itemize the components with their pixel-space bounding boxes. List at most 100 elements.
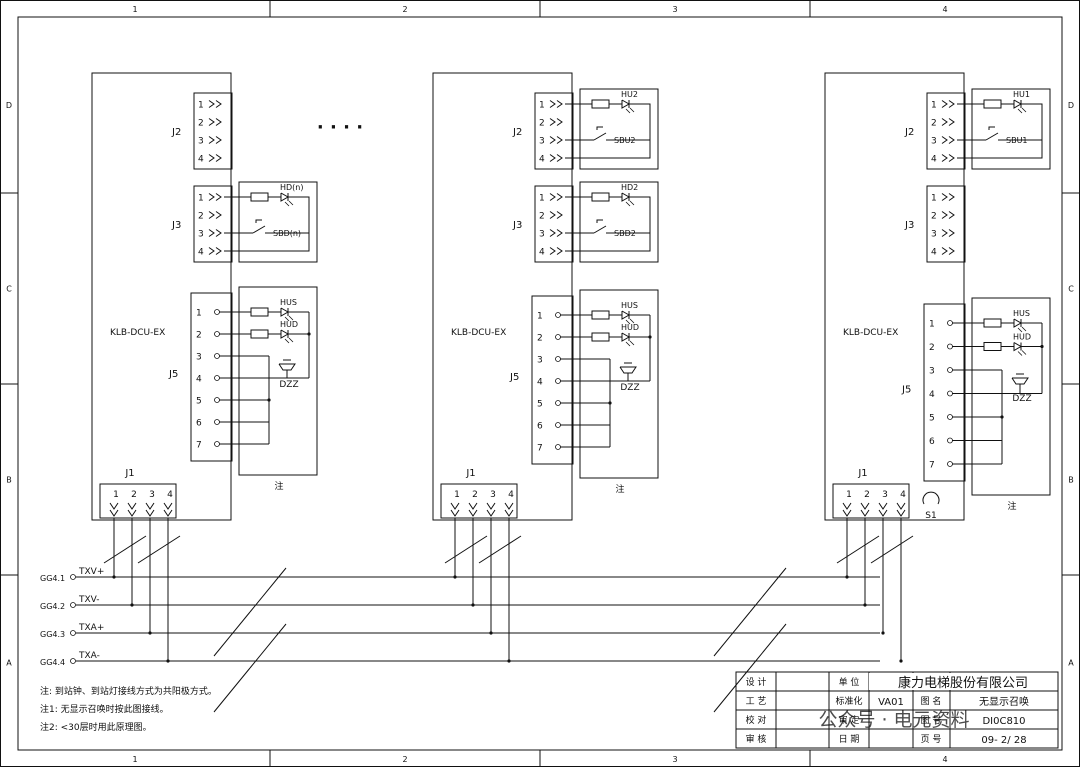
connector-chevron [948,118,955,126]
j1-pin-chevron [486,509,496,517]
j2-pin-number: 4 [539,155,545,165]
j5-down-led-ray [288,337,294,343]
j5-connector-box [190,292,233,462]
j1-pin-number: 3 [882,490,888,500]
j1-pin-number: 4 [508,490,514,500]
j2-connector-box [926,92,966,170]
connector-chevron [556,154,563,162]
j5-down-led-ray [1017,351,1023,356]
bus-break-mark [249,623,287,669]
j5-up-resistor [983,318,1002,328]
j2-pin-number: 1 [931,101,937,111]
j5-pin-terminal [214,441,220,447]
j1-pin-chevron [109,502,119,510]
j3-resistor [591,192,610,202]
j5-pin-number: 2 [929,343,935,353]
bus-junction [148,631,152,635]
bus-junction [453,575,457,579]
j3-label: J3 [512,220,522,231]
j5-pin-number: 5 [196,397,202,407]
connector-chevron [549,154,556,162]
j1-label: J1 [465,468,475,479]
j3-button-actuator [596,219,603,223]
j1-pin-chevron [145,502,155,510]
j1-pin-chevron [842,502,852,510]
j5-pin-number: 5 [929,414,935,424]
j2-pin-number: 4 [931,155,937,165]
j2-pin-number: 2 [931,119,937,129]
bus-terminal-ref: GG4.2 [40,602,65,611]
j5-down-led-ray [629,340,635,346]
j5-up-led-ray [629,318,635,324]
j5-pin-terminal [555,356,561,362]
module-model-label: KLB-DCU-EX [110,328,165,338]
column-number-top: 2 [402,5,407,14]
j5-down-led [621,332,631,342]
connector-chevron [215,193,222,201]
j5-note-marker: 注 [1007,500,1016,512]
j5-note-marker: 注 [615,483,624,495]
bus-break-mark [713,667,751,713]
connector-chevron [948,154,955,162]
j5-pin-terminal [555,312,561,318]
j3-label: J3 [171,220,181,231]
title-label: 页 号 [921,734,942,745]
j3-resistor [250,192,269,202]
j5-up-led [280,307,290,317]
j3-pin-number: 3 [931,230,937,240]
j2-pin-number: 2 [198,119,204,129]
drawing-number-value: DI0C810 [982,716,1025,727]
j2-led-ray [1021,107,1027,113]
company-name: 康力电梯股份有限公司 [898,675,1028,691]
connector-chevron [208,118,215,126]
j5-pin-number: 3 [196,353,202,363]
bus-terminal-ref: GG4.4 [40,658,65,667]
connector-chevron [215,247,222,255]
j1-pin-number: 1 [846,490,852,500]
j2-return-wire [565,103,651,159]
j1-pin-number: 1 [113,490,119,500]
connector-chevron [549,118,556,126]
j2-led-ray [625,108,631,114]
j5-pin-number: 4 [929,390,935,400]
j3-button-contact [593,225,607,234]
connector-chevron [556,193,563,201]
j1-pin-number: 2 [472,490,478,500]
buzzer-symbol [278,363,296,371]
connector-chevron [208,247,215,255]
j5-pin-terminal [555,444,561,450]
j1-pin-chevron [896,509,906,517]
module-model-label: KLB-DCU-EX [843,328,898,338]
j5-pin-number: 7 [929,461,935,471]
j5-pin-terminal [214,375,220,381]
j1-pin-number: 4 [900,490,906,500]
j5-pin-terminal [947,367,953,373]
bus-terminal-ref: GG4.1 [40,574,65,583]
j3-label: J3 [904,220,914,231]
connector-chevron [941,136,948,144]
bus-break-mark [749,623,787,669]
j1-pin-chevron [127,502,137,510]
j3-led [621,192,631,202]
j2-connector-box [534,92,574,170]
j5-down-led-ray [284,338,290,344]
title-label: 图 号 [921,715,942,726]
j5-io-box [971,297,1051,496]
connector-chevron [215,100,222,108]
j5-pin-number: 1 [196,309,202,319]
page-number-value: 09- 2/ 28 [981,735,1026,746]
j3-pin-number: 2 [931,212,937,222]
j5-label: J5 [168,369,178,380]
bus-terminal [70,658,76,664]
j5-down-led-ray [1021,350,1027,355]
j2-resistor [591,99,610,109]
j5-pin-terminal [555,334,561,340]
connector-chevron [941,193,948,201]
j5-note-marker: 注 [274,480,283,492]
j3-led-ray [629,200,635,206]
j3-pin-number: 1 [198,194,204,204]
connector-chevron [948,211,955,219]
bus-break-mark [213,667,251,713]
j5-pin-terminal [214,353,220,359]
j5-up-lamp-label: HUS [621,301,638,310]
